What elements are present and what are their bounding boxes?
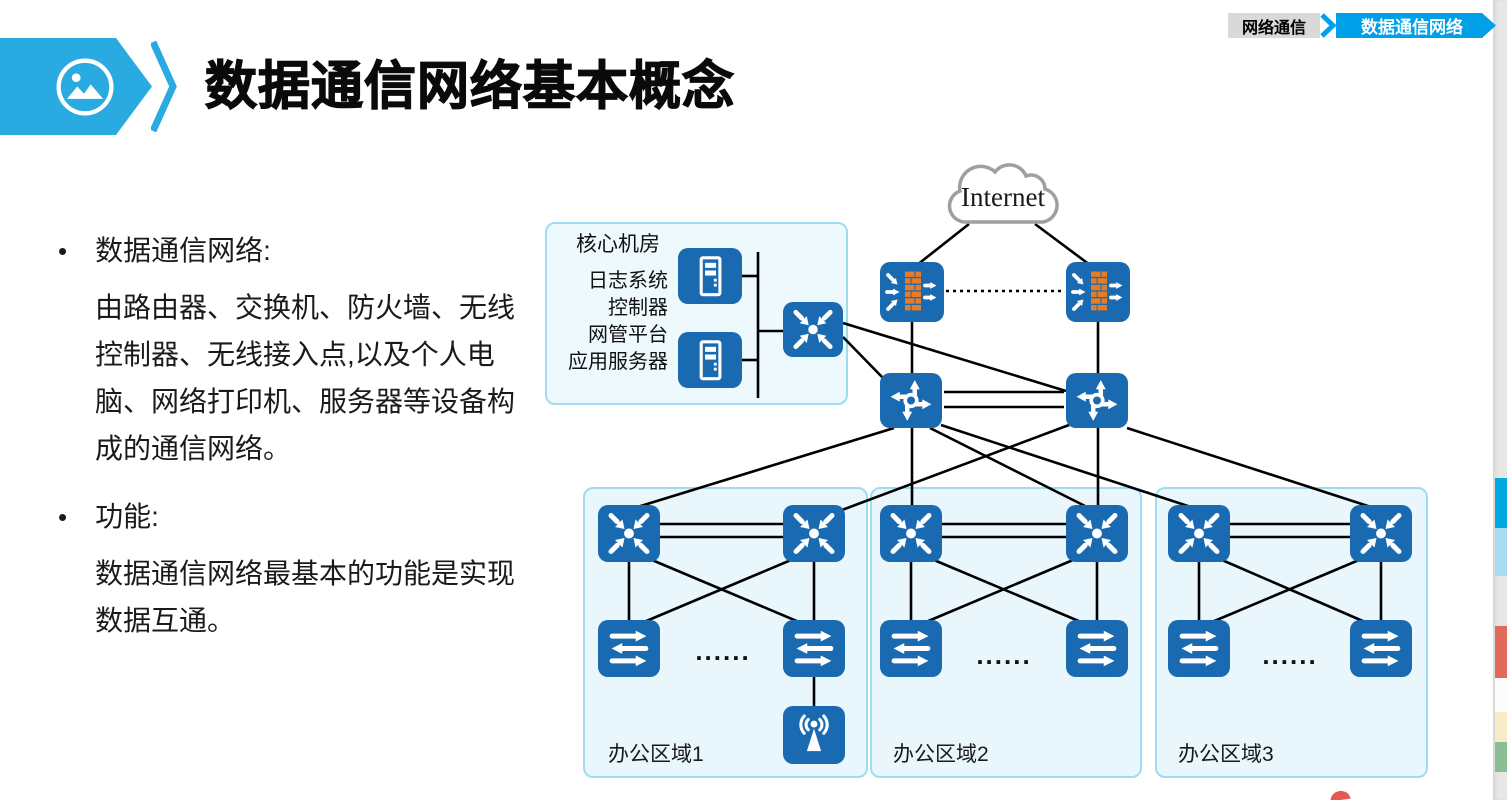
firewall-2-icon [1066,262,1130,322]
area2-agg-switch-right-icon [1066,505,1128,562]
area1-more-switches-ellipsis: ...... [695,636,751,666]
banner-chevron-icon [151,40,177,133]
bullet-marker: • [58,236,68,266]
bullet-1-body: 由路由器、交换机、防火墙、无线控制器、无线接入点,以及个人电脑、网络打印机、服务… [95,292,516,464]
bullet-2-heading: 功能: [95,501,159,532]
edge-strip-segment-green [1495,742,1507,772]
page-edge-strip [1493,0,1507,800]
area2-more-switches-ellipsis: ...... [976,640,1032,670]
server-2-icon [678,332,742,388]
server-label-nms-platform: 网管平台 [588,324,668,346]
core-room-title: 核心机房 [576,233,660,256]
area3-access-switch-left-icon [1168,620,1230,677]
core-router-1-icon [880,373,942,428]
firewall-1-icon [880,262,944,322]
internet-cloud-icon: Internet [947,163,1059,224]
breadcrumb-current-tab[interactable]: 数据通信网络 [1336,13,1496,38]
server-label-log-system: 日志系统 [588,270,668,292]
area3-more-switches-ellipsis: ...... [1262,640,1318,670]
area3-label: 办公区域3 [1178,743,1274,766]
server-label-controller: 控制器 [608,297,668,319]
bullet-1-heading: 数据通信网络: [95,235,271,266]
page-title: 数据通信网络基本概念 [204,57,736,116]
area1-access-switch-right-icon [783,620,845,677]
picture-icon [56,58,114,116]
edge-strip-segment-blue [1495,478,1507,528]
core-room-switch-icon [783,302,843,357]
edge-strip-segment-red [1495,626,1507,678]
breadcrumb-parent-tab[interactable]: 网络通信 [1228,13,1320,38]
partial-logo [1329,789,1351,800]
area2-access-switch-left-icon [880,620,942,677]
area1-access-switch-left-icon [598,620,660,677]
area1-agg-switch-right-icon [783,505,845,562]
area3-agg-switch-left-icon [1168,505,1230,562]
area1-label: 办公区域1 [608,743,704,766]
core-room-server-labels: 日志系统 控制器 网管平台 应用服务器 [550,268,668,376]
bullet-marker: • [58,502,68,532]
area3-access-switch-right-icon [1350,620,1412,677]
area2-agg-switch-left-icon [880,505,942,562]
internet-label: Internet [961,182,1045,212]
edge-strip-segment-cream [1495,712,1507,742]
server-1-icon [678,248,742,304]
bullet-list: • 数据通信网络: 由路由器、交换机、防火墙、无线控制器、无线接入点,以及个人电… [58,234,538,644]
wireless-ap-icon [783,706,845,764]
breadcrumb-chevron-icon [1320,13,1337,38]
area3-agg-switch-right-icon [1350,505,1412,562]
server-label-app-server: 应用服务器 [568,351,668,373]
core-router-2-icon [1066,373,1128,428]
area1-agg-switch-left-icon [598,505,660,562]
edge-strip-segment-white [1495,678,1507,712]
bullet-2-body: 数据通信网络最基本的功能是实现数据互通。 [95,558,516,636]
area2-label: 办公区域2 [893,743,989,766]
area2-access-switch-right-icon [1066,620,1128,677]
edge-strip-segment-lightblue [1495,528,1507,576]
bullet-1-head: • 数据通信网络: [58,234,538,268]
bullet-2-head: • 功能: [58,500,538,534]
title-banner [0,38,152,135]
